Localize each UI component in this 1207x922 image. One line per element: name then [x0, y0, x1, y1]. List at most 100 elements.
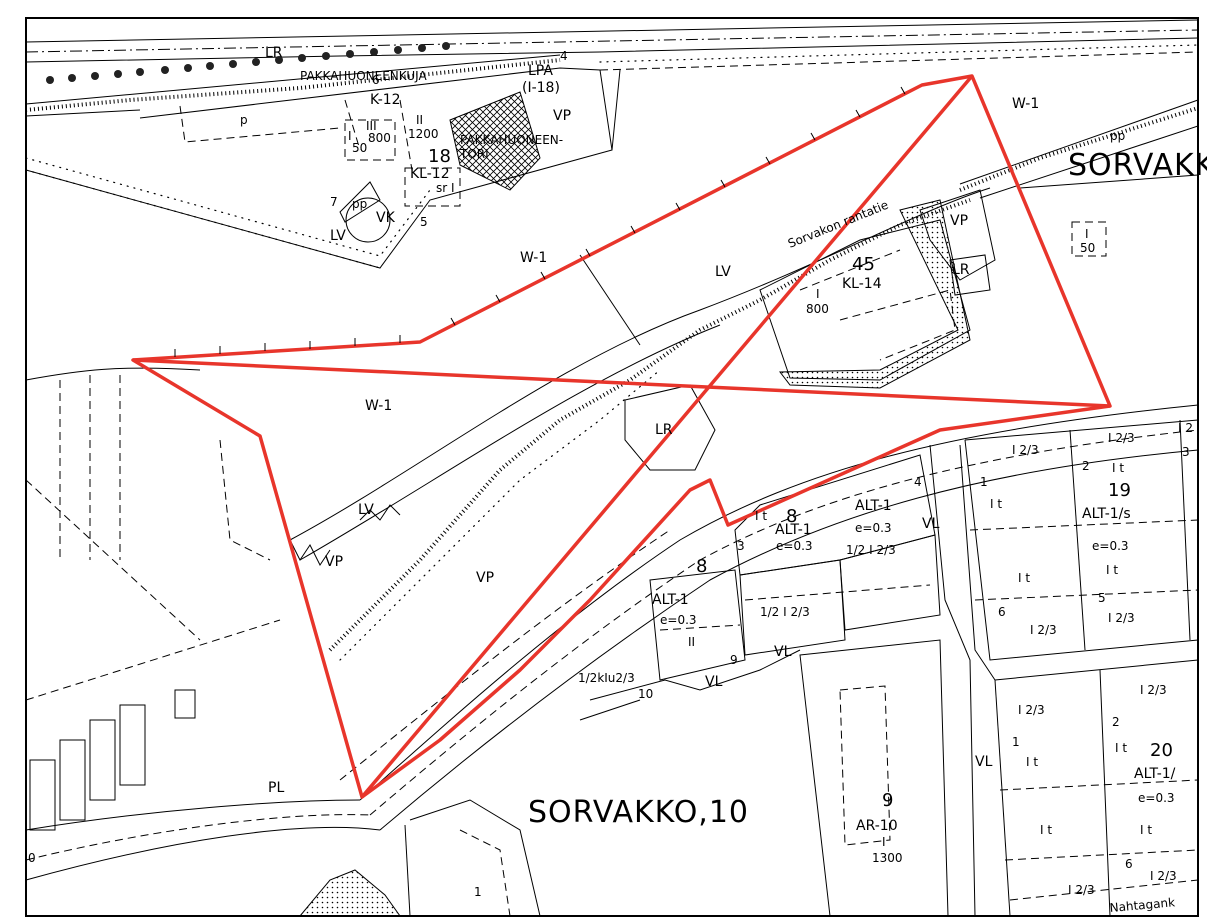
label-alt1s: ALT-1/s — [1082, 506, 1131, 522]
plan-area-boundary — [131, 74, 1112, 799]
label-lpa: LPA — [528, 63, 553, 79]
label-19-f3: I 2 — [1178, 421, 1193, 435]
label-19-f1: I 2/3 — [1012, 443, 1039, 457]
label-alt1-b: ALT-1 — [855, 498, 892, 514]
label-10: 10 — [638, 687, 653, 701]
label-19-f2: I 2/3 — [1108, 431, 1135, 445]
label-e03-19: e=0.3 — [1092, 539, 1129, 553]
tree-row-top — [46, 42, 450, 84]
label-vl-mid: VL — [922, 516, 940, 532]
label-w1-left: W-1 — [365, 398, 392, 414]
label-800: 800 — [368, 131, 391, 145]
label-19-it2: I t — [1112, 461, 1124, 475]
plot-labels: 8 ALT-1 e=0.3 3 I t ALT-1 e=0.3 1/2 I 2/… — [578, 475, 993, 865]
label-vl-e: VL — [705, 674, 723, 690]
label-20-f3: I 2/3 — [1068, 883, 1095, 897]
label-1200: 1200 — [408, 127, 439, 141]
label-vl-d: VL — [774, 644, 792, 660]
label-1-bottom: 1 — [474, 885, 482, 899]
label-iii: III — [366, 119, 377, 133]
label-6-top: 6 — [372, 73, 380, 87]
label-p: p — [240, 113, 248, 127]
label-19-n5: 5 — [1098, 591, 1106, 605]
label-frac-e: 1/2kIu2/3 — [578, 671, 635, 685]
label-20-n2: 2 — [1112, 715, 1120, 729]
label-kl14: KL-14 — [842, 276, 882, 292]
label-frac-b: 1/2 I 2/3 — [846, 543, 896, 557]
label-alt1-20: ALT-1/ — [1134, 766, 1176, 782]
label-9: 9 — [730, 653, 738, 667]
base-linework — [25, 19, 1199, 917]
label-vp-lower: VP — [476, 570, 494, 586]
label-20-n6: 6 — [1125, 857, 1133, 871]
label-ar10: AR-10 — [856, 818, 898, 834]
label-50-box: 50 — [1080, 241, 1095, 255]
label-sr-i: sr I — [436, 181, 455, 195]
label-lv-mid: LV — [715, 264, 731, 280]
label-pp-left: pp — [352, 197, 367, 211]
label-ii: II — [416, 113, 423, 127]
label-19-n3: 3 — [1182, 445, 1190, 459]
label-lr-45: LR — [952, 262, 970, 278]
place-name-sorvakko-top: SORVAKKO — [1068, 148, 1207, 183]
label-lv-top: LV — [330, 228, 346, 244]
label-4-b: 4 — [914, 475, 922, 489]
label-vp-top: VP — [553, 108, 571, 124]
label-vk: VK — [376, 210, 396, 226]
label-ii-c: II — [688, 635, 695, 649]
label-vl-lower: VL — [975, 754, 993, 770]
block-number-45: 45 — [852, 254, 875, 275]
label-i-t-a: I t — [755, 509, 767, 523]
label-e03-c: e=0.3 — [660, 613, 697, 627]
label-lr-top: LR — [265, 45, 283, 61]
label-19-it3: I t — [1018, 571, 1030, 585]
label-19-it1: I t — [990, 497, 1002, 511]
label-20-it2: I t — [1115, 741, 1127, 755]
label-vp-right: VP — [950, 213, 968, 229]
label-20-f1: I 2/3 — [1018, 703, 1045, 717]
label-19-f5: I 2/3 — [1108, 611, 1135, 625]
block-20-labels: 20 ALT-1/ e=0.3 I 2/3 I 2/3 I t I t I t … — [1012, 683, 1177, 897]
label-5-top: 5 — [420, 215, 428, 229]
block-number-19: 19 — [1108, 480, 1131, 501]
label-lpa-sub: (I-18) — [522, 80, 560, 96]
label-20-it3: I t — [1040, 823, 1052, 837]
block-number-20: 20 — [1150, 740, 1173, 761]
label-alt1-a: ALT-1 — [775, 522, 812, 538]
label-lv-lower: LV — [358, 502, 374, 518]
label-20-it1: I t — [1026, 755, 1038, 769]
label-i-left: I — [348, 129, 352, 143]
label-tori: TORI — [459, 147, 489, 161]
label-19-n6: 6 — [998, 605, 1006, 619]
label-pp-right: pp — [1110, 129, 1125, 143]
label-19-n1: 1 — [980, 475, 988, 489]
label-frac-d: 1/2 I 2/3 — [760, 605, 810, 619]
label-e03-20: e=0.3 — [1138, 791, 1175, 805]
label-kl12: KL-12 — [410, 166, 450, 182]
label-1300: 1300 — [872, 851, 903, 865]
place-name-sorvakko-10: SORVAKKO,10 — [528, 795, 749, 830]
label-i-9: I — [882, 835, 886, 849]
label-i-box: I — [1085, 227, 1089, 241]
label-pakkahuoneentori: PAKKAHUONEEN- — [460, 133, 563, 147]
label-4-top: 4 — [560, 49, 568, 63]
label-w1-center: W-1 — [520, 250, 547, 266]
block-number-8a: 8 — [786, 506, 797, 527]
label-w1-top-right: W-1 — [1012, 96, 1039, 112]
block-19-labels: 19 ALT-1/s e=0.3 I 2/3 I 2/3 I 2 I t I t… — [980, 421, 1193, 637]
label-19-n2: 2 — [1082, 459, 1090, 473]
label-pl: PL — [268, 780, 284, 796]
area-labels: LR PAKKAHUONEENKUJA LPA (I-18) K-12 p II… — [28, 45, 1207, 899]
label-lr-mid: LR — [655, 422, 673, 438]
label-50-left: 50 — [352, 141, 367, 155]
label-20-f4: I 2/3 — [1150, 869, 1177, 883]
label-7: 7 — [330, 195, 338, 209]
label-3: 3 — [737, 539, 745, 553]
label-alt1-c: ALT-1 — [652, 592, 689, 608]
label-vp-lower-left: VP — [325, 554, 343, 570]
label-0-left: 0 — [28, 851, 36, 865]
label-20-n1: 1 — [1012, 735, 1020, 749]
block-number-18: 18 — [428, 146, 451, 167]
label-800-45: 800 — [806, 302, 829, 316]
